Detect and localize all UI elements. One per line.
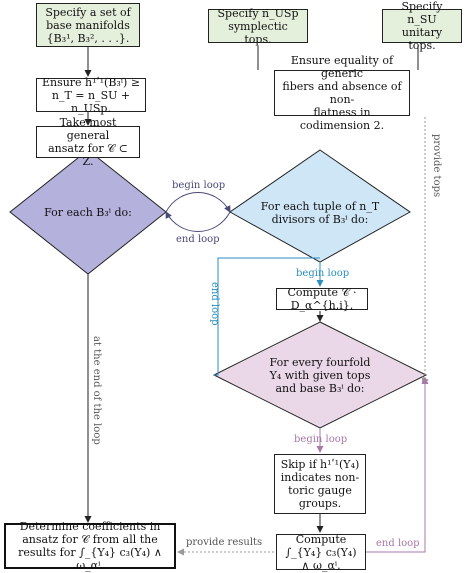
middle-end-loop-label: end loop [209, 282, 220, 326]
usp-tops-box: Specify n_USp symplectic tops. [208, 7, 308, 46]
su-tops-box: Specify n_SU unitary tops. [382, 0, 462, 52]
compute-c-d-box: Compute 𝒞 · D_α^{h,i}. [276, 286, 368, 312]
skip-box: Skip if h¹ʹ¹(Y₄) indicates non- toric ga… [274, 454, 366, 514]
inner-begin-loop-label: begin loop [294, 434, 348, 445]
for-each-base-text: For each B₃ⁱ do: [44, 205, 132, 219]
determine-box: Determine coefficients in ansatz for 𝒞 f… [4, 520, 176, 572]
provide-tops-label: provide tops [431, 134, 442, 198]
arrow-tops-into-generic [258, 70, 275, 84]
outer-begin-loop-arc [165, 192, 231, 213]
ensure-generic-box: Ensure equality of generic fibers and ab… [274, 54, 410, 132]
middle-begin-loop-label: begin loop [296, 268, 350, 279]
ensure-h11-box: Ensure h¹ʹ¹(B₃ⁱ) ≥ n_T = n_SU + n_USp. [36, 76, 146, 115]
provide-tops-dashed-line [422, 117, 429, 384]
inner-end-loop-label: end loop [376, 538, 420, 549]
outer-begin-loop-label: begin loop [172, 180, 226, 191]
inner-end-loop-line [366, 377, 429, 553]
base-manifolds-box: Specify a set of base manifolds {B₃¹, B₃… [36, 3, 140, 47]
middle-end-loop-line [214, 257, 320, 376]
at-end-of-loop-label: at the end of the loop [91, 336, 102, 445]
ansatz-box: Take most general ansatz for 𝒞 ⊂ Z. [36, 116, 140, 168]
outer-end-loop-label: end loop [176, 234, 220, 245]
for-each-tuple-text: For each tuple of n_T divisors of B₃ⁱ do… [260, 200, 380, 226]
provide-results-label: provide results [186, 537, 263, 548]
compute-integral-box: Compute ∫_{Y₄} c₃(Y₄) ∧ ω_αⁱ. [276, 533, 366, 572]
outer-end-loop-arc [165, 211, 231, 232]
for-every-fourfold-text: For every fourfold Y₄ with given tops an… [269, 355, 371, 395]
